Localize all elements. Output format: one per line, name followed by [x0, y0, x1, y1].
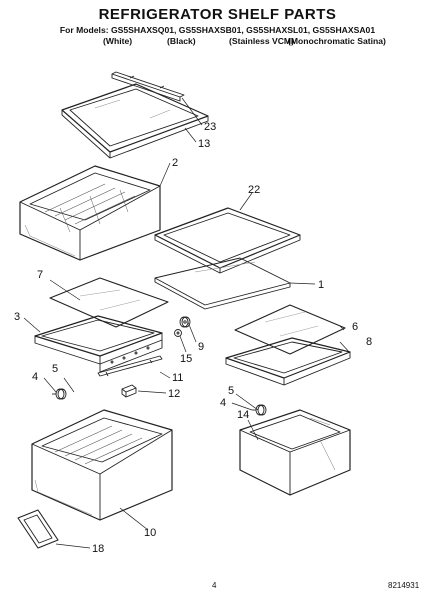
color-satina: (Monochromatic Satina)	[288, 36, 386, 46]
part-9-roller	[179, 316, 191, 328]
callout-9: 9	[198, 341, 204, 353]
part-11-shelf-rail	[97, 355, 163, 377]
callout-8: 8	[366, 336, 372, 348]
callout-6: 6	[352, 321, 358, 333]
callout-4-right: 4	[220, 397, 226, 409]
callout-3: 3	[14, 311, 20, 323]
part-22-right-glass-shelf	[154, 207, 301, 274]
callout-15: 15	[180, 353, 192, 365]
document-number: 8214931	[388, 581, 420, 590]
callout-22: 22	[248, 184, 260, 196]
callout-1: 1	[318, 279, 324, 291]
callout-2: 2	[172, 157, 178, 169]
page-number: 4	[212, 581, 217, 590]
part-10-lower-crisper-drawer	[31, 409, 173, 521]
part-1-shelf-glass-panel	[154, 257, 291, 310]
part-23-shelf-rail	[111, 71, 185, 102]
callout-13: 13	[198, 138, 210, 150]
part-4-5-right-roller	[252, 404, 267, 416]
callout-5-right: 5	[228, 385, 234, 397]
color-black: (Black)	[167, 36, 196, 46]
callout-23: 23	[204, 121, 216, 133]
callout-18: 18	[92, 543, 104, 555]
callout-4-left: 4	[32, 371, 38, 383]
part-15-washer	[174, 329, 182, 337]
callout-14: 14	[237, 409, 249, 421]
part-18-label-holder	[17, 509, 59, 549]
color-stainless: (Stainless VCM)	[229, 36, 294, 46]
callout-11: 11	[172, 372, 183, 384]
models-line: For Models: GS5SHAXSQ01, GS5SHAXSB01, GS…	[59, 25, 376, 35]
part-4-5-left-roller	[52, 388, 67, 400]
part-13-top-glass-shelf	[61, 83, 209, 159]
callout-10: 10	[144, 527, 156, 539]
callout-12: 12	[168, 388, 180, 400]
part-7-glass-panel	[49, 277, 169, 328]
part-8-right-shelf-frame	[225, 337, 351, 386]
part-14-right-drawer	[239, 409, 351, 496]
leader-lines	[23, 97, 351, 549]
callout-5-left: 5	[52, 363, 58, 375]
part-6-glass-panel	[234, 304, 346, 355]
callout-7: 7	[37, 269, 43, 281]
callout-numbers: 23 13 2 22 1 7 3 9 15 6 8 5 4 11 12 5 4 …	[14, 121, 372, 555]
part-2-upper-crisper-drawer	[19, 165, 161, 261]
page-title: REFRIGERATOR SHELF PARTS	[98, 6, 337, 23]
color-white: (White)	[103, 36, 133, 46]
part-12-clip	[121, 384, 137, 398]
part-3-shelf-frame	[34, 315, 163, 373]
